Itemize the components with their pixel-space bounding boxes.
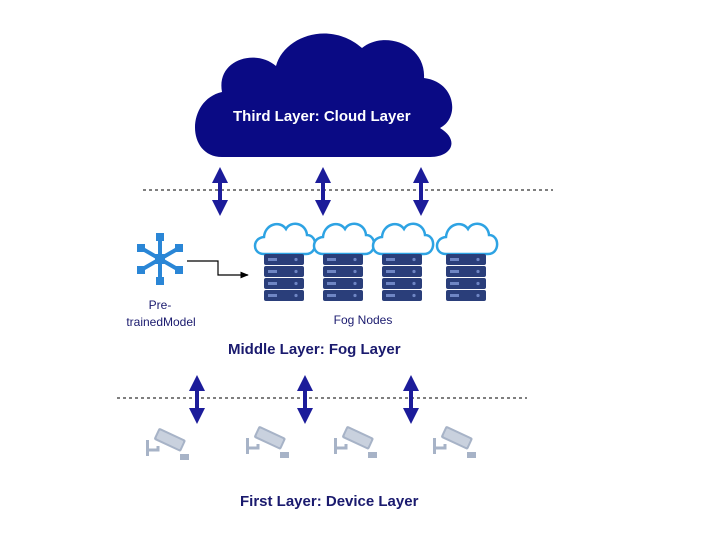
security-camera-icon: [431, 424, 478, 460]
model-label-line2: trainedModel: [126, 315, 196, 329]
model-label-line1: Pre-: [148, 298, 172, 312]
security-camera-icon: [144, 426, 191, 462]
cloud-icon: [435, 222, 499, 256]
device-layer-title: First Layer: Device Layer: [240, 493, 419, 510]
cloud-icon: [312, 222, 376, 256]
snowflake-model-icon: [135, 231, 185, 287]
cloud-icon: [253, 222, 317, 256]
fog-node: [253, 222, 317, 301]
security-camera-icon: [244, 424, 291, 460]
cloud-layer-title: Third Layer: Cloud Layer: [233, 108, 411, 125]
cloud-icon: [195, 33, 453, 158]
fog-node: [435, 222, 499, 301]
server-stack-icon: [264, 254, 304, 301]
model-to-fog-arrow: [187, 260, 249, 279]
server-stack-icon: [382, 254, 422, 301]
server-stack-icon: [323, 254, 363, 301]
fog-node: [312, 222, 376, 301]
cloud-icon: [371, 222, 435, 256]
fog-layer-title: Middle Layer: Fog Layer: [228, 341, 401, 358]
fog-nodes-label: Fog Nodes: [333, 313, 393, 327]
security-camera-icon: [332, 424, 379, 460]
server-stack-icon: [446, 254, 486, 301]
fog-node: [371, 222, 435, 301]
